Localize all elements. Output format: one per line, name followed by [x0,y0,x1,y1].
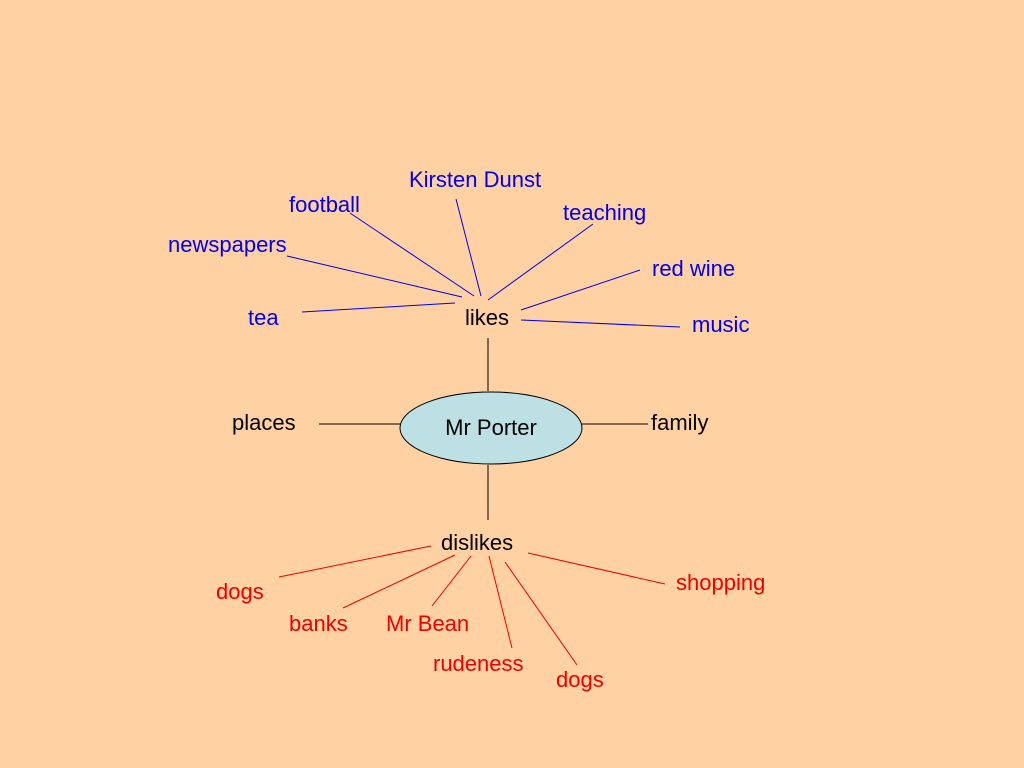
likes-item-newspapers: newspapers [168,232,287,257]
connector-dogs-right [504,561,578,666]
connector-dogs-left [278,545,432,578]
connector-newspapers [286,255,463,298]
connector-banks [342,554,456,609]
branch-places: places [232,410,296,435]
connector-mr-bean [431,555,472,607]
likes-item-kirsten-dunst: Kirsten Dunst [409,167,542,192]
connector-kirsten-dunst [455,198,482,297]
dislikes-item-banks: banks [289,611,348,636]
dislikes-item-dogs-2: dogs [556,667,604,692]
likes-item-teaching: teaching [563,200,647,225]
center-ellipse [399,391,583,465]
likes-item-red-wine: red wine [652,256,736,281]
likes-item-music: music [692,312,750,337]
center-node-label: Mr Porter [445,415,537,440]
dislikes-item-mr-bean: Mr Bean [386,611,470,636]
dislikes-item-dogs: dogs [216,579,264,604]
connector-shopping [527,552,666,585]
branch-likes: likes [465,305,510,330]
connector-tea [301,302,456,313]
dislikes-item-rudeness: rudeness [433,651,524,676]
connector-teaching [487,223,594,301]
connector-music [520,319,681,328]
branch-dislikes: dislikes [441,530,514,555]
likes-item-tea: tea [248,305,279,330]
connector-football [349,212,475,297]
dislikes-item-shopping: shopping [676,570,766,595]
connector-rudeness [488,555,513,649]
branch-family: family [651,410,709,435]
likes-item-football: football [289,192,360,217]
connector-red-wine [520,269,641,311]
